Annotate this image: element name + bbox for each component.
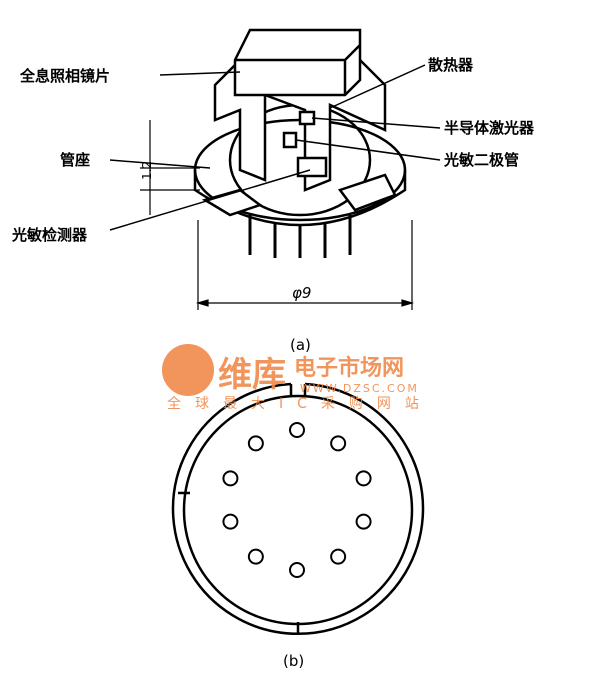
caption-b: (b) bbox=[283, 652, 304, 670]
laser-chip bbox=[298, 110, 316, 126]
watermark-slogan: 全球最大IC采购网站 bbox=[167, 395, 433, 412]
pin-hole bbox=[355, 513, 372, 530]
pin-hole bbox=[330, 435, 347, 452]
pin-hole bbox=[247, 548, 264, 565]
watermark-name: 电子市场网 bbox=[294, 355, 404, 381]
dimension-diameter: φ9 bbox=[292, 284, 311, 302]
pin-hole bbox=[289, 562, 305, 578]
dimension-height: 1.2 bbox=[140, 161, 154, 180]
pin-hole bbox=[247, 435, 264, 452]
label-heat-sink: 散热器 bbox=[428, 56, 474, 74]
photodiode-chip bbox=[282, 131, 298, 149]
caption-a: (a) bbox=[290, 336, 311, 354]
watermark: 维库 电子市场网 WWW.DZSC.COM 全球最大IC采购网站 bbox=[162, 344, 433, 412]
label-base: 管座 bbox=[60, 151, 90, 169]
label-photo-detector: 光敏检测器 bbox=[11, 226, 88, 244]
pin-hole bbox=[330, 548, 347, 565]
leader-lines bbox=[109, 64, 441, 231]
side-detector bbox=[201, 188, 263, 217]
figure-a-labels: 全息照相镜片 散热器 半导体激光器 管座 光敏二极管 光敏检测器 1.2 φ9 … bbox=[11, 56, 535, 354]
outer-ring bbox=[171, 382, 425, 635]
pin-hole bbox=[222, 470, 239, 487]
inner-ring bbox=[182, 394, 414, 626]
watermark-logo-icon bbox=[162, 344, 214, 396]
label-hologram-lens: 全息照相镜片 bbox=[19, 67, 110, 85]
pins bbox=[248, 215, 352, 258]
label-photodiode: 光敏二极管 bbox=[443, 151, 519, 169]
label-laser: 半导体激光器 bbox=[444, 119, 535, 137]
pin-hole bbox=[289, 422, 305, 438]
pin-hole bbox=[222, 513, 239, 530]
watermark-url: WWW.DZSC.COM bbox=[300, 382, 419, 395]
figure-a bbox=[109, 28, 441, 310]
pin-holes bbox=[222, 422, 372, 578]
hologram-lens bbox=[233, 28, 362, 97]
watermark-brand: 维库 bbox=[218, 355, 286, 395]
photo-detector-chip bbox=[296, 156, 328, 178]
figure-b bbox=[171, 382, 425, 635]
dimension-lines bbox=[140, 120, 415, 310]
pin-hole bbox=[355, 470, 372, 487]
